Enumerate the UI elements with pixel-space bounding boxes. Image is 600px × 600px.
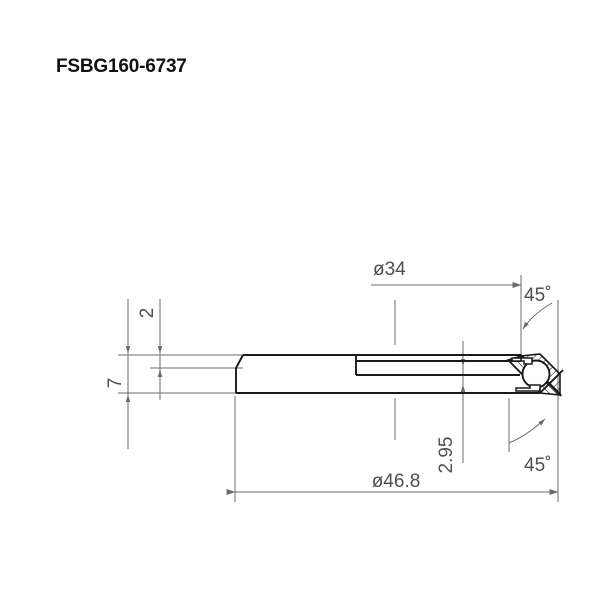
dim-label-bore-diameter: ø34 — [373, 259, 406, 280]
page-title: FSBG160-6737 — [56, 56, 187, 77]
dim-label-chamfer-angle-bottom: 45˚ — [524, 455, 551, 476]
leader-45-top — [522, 302, 553, 330]
seal-upper — [511, 357, 533, 365]
dim-label-groove-width: 2.95 — [436, 437, 457, 474]
dim-label-step-height: 2 — [137, 308, 158, 319]
dimension-labels: ø34 ø46.8 2.95 2 7 45˚ 45˚ — [105, 259, 551, 492]
dim-label-total-height: 7 — [105, 378, 126, 389]
outline-left-chamfer — [235, 354, 244, 369]
dimension-lines — [118, 275, 559, 502]
bearing-detail — [506, 353, 563, 397]
dim-label-chamfer-angle-top: 45˚ — [524, 285, 551, 306]
dim-label-outer-diameter: ø46.8 — [372, 471, 421, 492]
leader-45-bottom — [508, 418, 546, 444]
